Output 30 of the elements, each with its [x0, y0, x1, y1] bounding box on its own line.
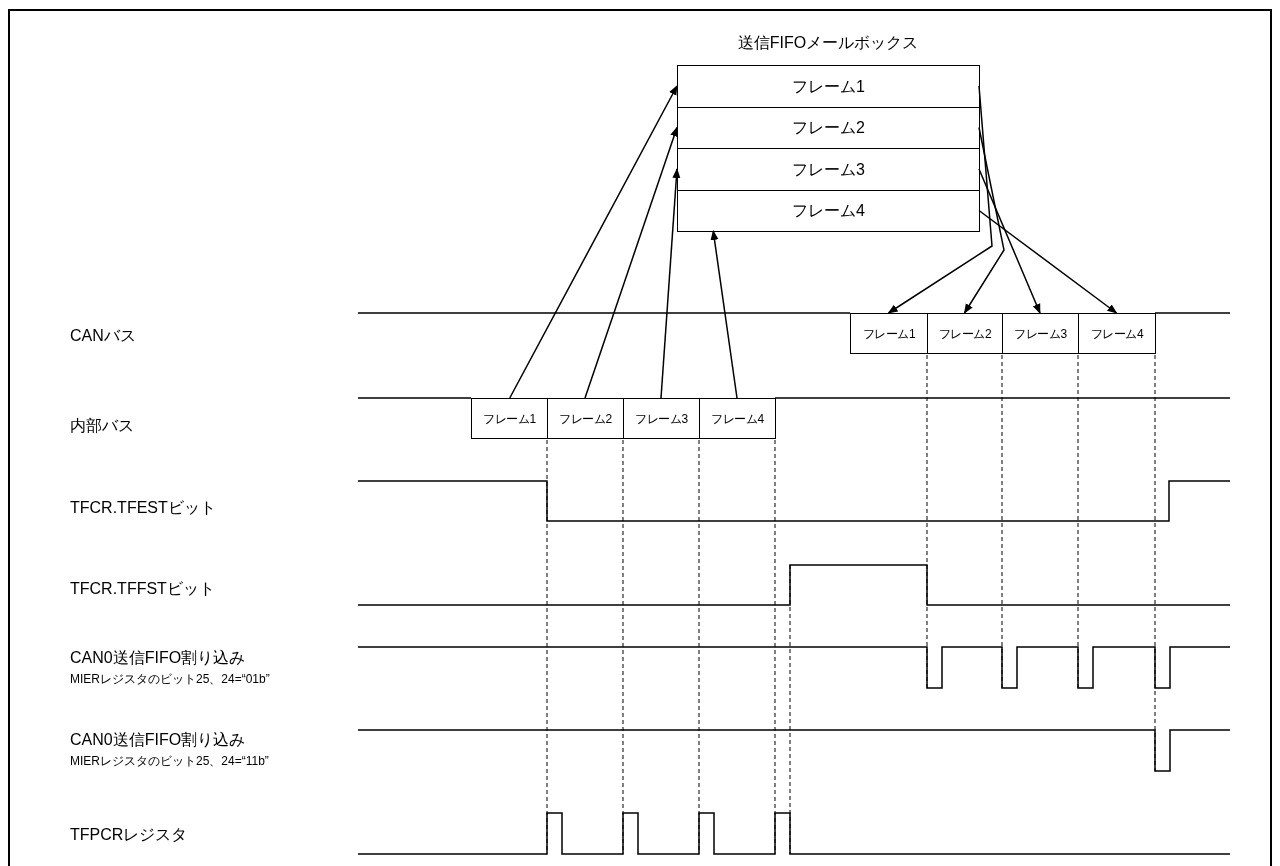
arrow: [978, 209, 1118, 314]
signal-label: MIERレジスタのビット25、24=“01b”: [70, 671, 270, 688]
frame-box: フレーム3: [677, 148, 980, 191]
frame-box: フレーム2: [677, 107, 980, 149]
signal-label: TFCR.TFFSTビット: [70, 579, 215, 599]
arrow: [660, 168, 681, 399]
frame-box: フレーム1: [471, 398, 548, 439]
signal-label: TFCR.TFESTビット: [70, 498, 216, 518]
signal-label: TFPCRレジスタ: [70, 825, 188, 845]
arrow: [963, 126, 1005, 314]
frame-box: フレーム2: [547, 398, 624, 439]
mailbox-title: 送信FIFOメールボックス: [736, 33, 920, 53]
frame-box: フレーム4: [677, 190, 980, 232]
arrow: [710, 230, 738, 399]
frame-box: フレーム4: [699, 398, 776, 439]
frame-box: フレーム3: [1002, 313, 1079, 354]
arrow: [978, 168, 1041, 314]
frame-box: フレーム4: [1078, 313, 1156, 354]
signal-label: CANバス: [70, 326, 136, 346]
signal-label: 内部バス: [70, 416, 134, 436]
arrow: [584, 126, 678, 399]
arrow: [887, 85, 993, 314]
arrow: [509, 85, 678, 399]
frame-box: フレーム1: [677, 65, 980, 108]
signal-label: MIERレジスタのビット25、24=“11b”: [70, 753, 269, 770]
signal-label: CAN0送信FIFO割り込み: [70, 648, 246, 668]
frame-box: フレーム1: [850, 313, 928, 354]
frame-box: フレーム3: [623, 398, 700, 439]
signal-label: CAN0送信FIFO割り込み: [70, 730, 246, 750]
frame-box: フレーム2: [927, 313, 1003, 354]
